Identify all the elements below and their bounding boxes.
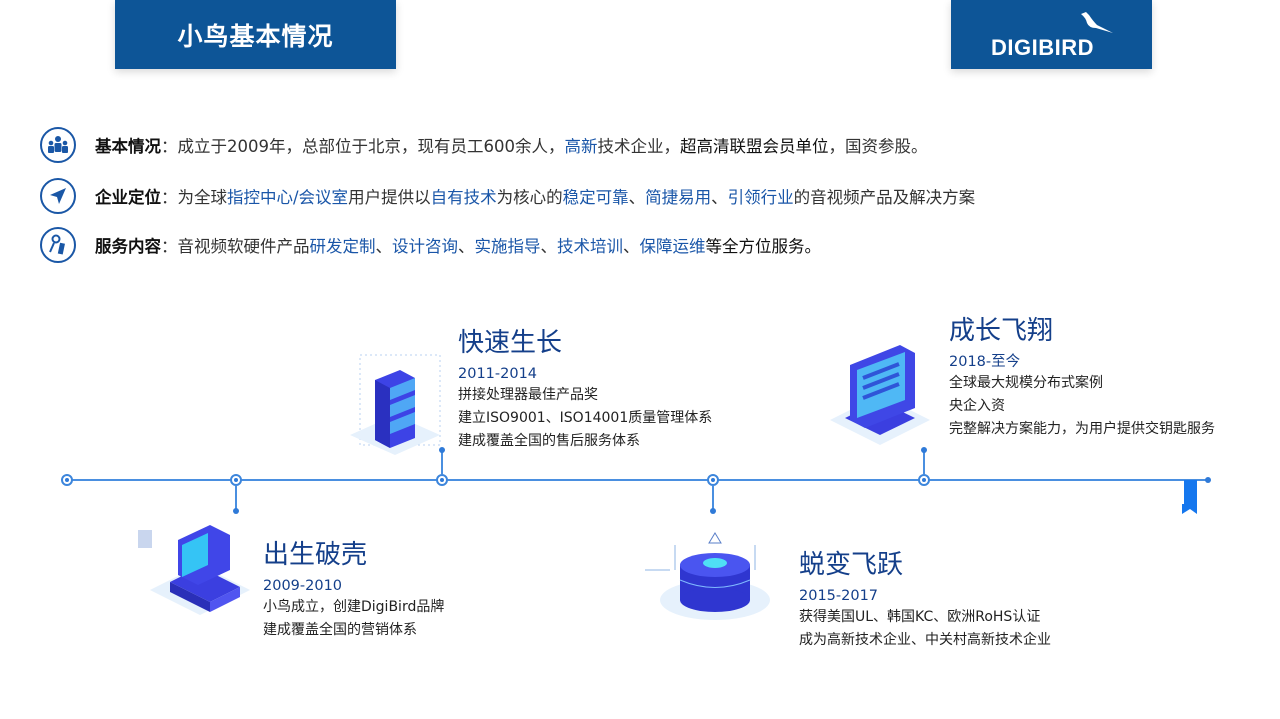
milestone-line: 成为高新技术企业、中关村高新技术企业 [799,632,1051,648]
milestone-years: 2009-2010 [263,578,343,594]
timeline-line [62,479,1208,481]
info-text-part: 、 [540,237,558,256]
milestone-title: 出生破壳 [263,540,368,570]
timeline-node-start [61,474,73,486]
timeline-node-2011 [436,474,448,486]
bookmark-ribbon-icon [1182,480,1197,514]
info-text-part: 超高清联盟会员单位 [680,137,829,156]
milestone-line: 建立ISO9001、ISO14001质量管理体系 [458,410,713,426]
highlight-text: 稳定可靠 [562,188,629,207]
bird-logo-icon: DIGIBIRD [991,11,1113,60]
info-row-basic: 基本情况：成立于2009年，总部位于北京，现有员工600余人，高新技术企业，超高… [40,127,928,163]
milestone-2009: 出生破壳 2009-2010 小鸟成立，创建DigiBird品牌 建成覆盖全国的… [263,540,444,642]
bird-icon [1080,11,1113,33]
info-text-part: 、 [623,237,640,256]
highlight-text: 保障运维 [639,237,706,256]
logo-text: DIGIBIRD [991,35,1094,60]
service-tool-icon [40,227,76,263]
timeline-node-2009 [230,474,242,486]
milestone-years: 2018-至今 [949,354,1021,370]
info-text-part: 为全球 [177,188,228,207]
info-text-part: ，国资参股。 [828,137,928,156]
stem-dot [921,447,927,453]
highlight-text: 简捷易用 [645,188,712,207]
info-text: 音视频软硬件产品研发定制、设计咨询、实施指导、技术培训、保障运维等全方位服务。 [178,233,822,257]
sep: ： [161,237,178,256]
milestone-line: 建成覆盖全国的营销体系 [263,622,417,638]
milestone-line: 拼接处理器最佳产品奖 [458,387,598,403]
slide-title-text: 小鸟基本情况 [177,21,334,51]
milestone-2011: 快速生长 2011-2014 拼接处理器最佳产品奖 建立ISO9001、ISO1… [458,328,712,453]
highlight-text: 指控中心/会议室 [227,188,349,207]
info-text-part: 用户提供以 [348,188,431,207]
computer-illustration [138,525,250,615]
stem-dot [233,508,239,514]
milestone-years: 2011-2014 [458,366,538,382]
highlight-text: 自有技术 [430,188,497,207]
milestone-line: 建成覆盖全国的售后服务体系 [458,433,640,449]
timeline-stem [923,450,925,474]
navigation-arrow-icon [40,178,76,214]
highlight-text: 引领行业 [727,188,794,207]
timeline-stem [712,486,714,510]
highlight-text: 技术培训 [557,237,623,256]
stem-dot [439,447,445,453]
info-text-part: 音视频软硬件产品 [177,237,310,256]
info-label: 企业定位 [95,188,161,207]
milestone-title: 成长飞翔 [949,316,1054,346]
milestone-title: 蜕变飞跃 [799,550,904,580]
slide-title: 小鸟基本情况 [115,0,396,69]
sep: ： [161,188,178,207]
info-text-part: 、 [458,237,475,256]
digibird-logo: DIGIBIRD [951,0,1152,69]
info-text-part: 的音视频产品及解决方案 [793,188,976,207]
people-icon [40,127,76,163]
server-illustration [350,354,441,455]
milestone-line: 获得美国UL、韩国KC、欧洲RoHS认证 [799,609,1041,625]
database-illustration [645,532,770,620]
info-text-part: 等全方位服务。 [705,237,822,256]
timeline-node-2015 [707,474,719,486]
highlight-text: 高新 [564,137,598,156]
highlight-text: 设计咨询 [392,237,458,256]
info-text: 为全球指控中心/会议室用户提供以自有技术为核心的稳定可靠、简捷易用、引领行业的音… [178,184,976,208]
milestone-line: 全球最大规模分布式案例 [949,375,1103,391]
milestone-2018: 成长飞翔 2018-至今 全球最大规模分布式案例 央企入资 完整解决方案能力，为… [949,316,1215,441]
info-text-part: 为核心的 [496,188,563,207]
sep: ： [161,137,178,156]
timeline-node-2018 [918,474,930,486]
stem-dot [710,508,716,514]
timeline-end-dot [1205,477,1211,483]
info-text-part: 、 [375,237,393,256]
highlight-text: 实施指导 [474,237,541,256]
info-label: 基本情况 [95,137,161,156]
milestone-line: 央企入资 [949,398,1005,414]
milestone-line: 小鸟成立，创建DigiBird品牌 [263,599,445,615]
info-text: 成立于2009年，总部位于北京，现有员工600余人，高新技术企业，超高清联盟会员… [178,133,928,157]
info-text-part: 成立于2009年，总部位于北京，现有员工600余人， [177,137,565,156]
info-text-part: 、 [628,188,646,207]
milestone-title: 快速生长 [458,328,563,358]
info-label: 服务内容 [95,237,161,256]
timeline-stem [441,450,443,474]
laptop-illustration [830,345,930,445]
info-text-part: 、 [711,188,728,207]
milestone-years: 2015-2017 [799,588,879,604]
milestone-2015: 蜕变飞跃 2015-2017 获得美国UL、韩国KC、欧洲RoHS认证 成为高新… [799,550,1051,652]
highlight-text: 研发定制 [309,237,376,256]
info-text-part: 技术企业， [597,137,681,156]
timeline-stem [235,486,237,510]
milestone-line: 完整解决方案能力，为用户提供交钥匙服务 [949,421,1215,437]
info-row-position: 企业定位：为全球指控中心/会议室用户提供以自有技术为核心的稳定可靠、简捷易用、引… [40,178,975,214]
info-row-service: 服务内容：音视频软硬件产品研发定制、设计咨询、实施指导、技术培训、保障运维等全方… [40,227,821,263]
